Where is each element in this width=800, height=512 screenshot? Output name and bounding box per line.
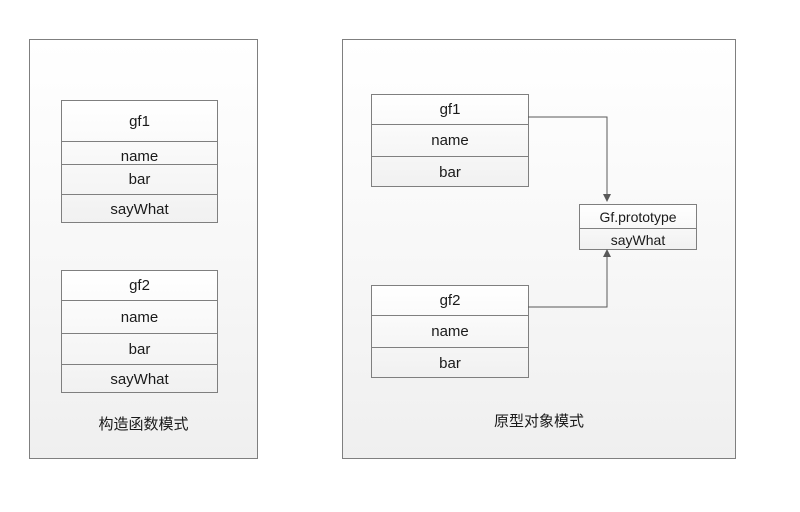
constructor-pattern-panel: gf1 name bar sayWhat gf2 name bar sayWha…	[29, 39, 258, 459]
object-box-gf2-prototype: gf2 name bar	[371, 285, 529, 378]
object-title: gf1	[439, 101, 461, 118]
panel-caption-prototype: 原型对象模式	[493, 412, 584, 430]
object-field-name: name	[62, 141, 217, 164]
object-title: gf2	[129, 277, 150, 294]
object-box-gf1-constructor: gf1 name bar sayWhat	[61, 100, 218, 223]
prototype-field-saywhat: sayWhat	[580, 228, 696, 251]
object-field-name: name	[62, 300, 217, 333]
object-box-gf2-constructor: gf2 name bar sayWhat	[61, 270, 218, 393]
connector-gf1-to-prototype	[528, 116, 611, 202]
object-title: gf2	[439, 292, 461, 309]
prototype-box: Gf.prototype sayWhat	[579, 204, 697, 250]
object-field-bar: bar	[62, 333, 217, 364]
prototype-title: Gf.prototype	[599, 208, 677, 225]
connector-gf2-to-prototype	[528, 249, 611, 308]
object-field-name: name	[372, 124, 528, 156]
object-field-bar: bar	[372, 156, 528, 188]
panel-caption-constructor: 构造函数模式	[98, 415, 189, 433]
object-field-name: name	[372, 315, 528, 347]
object-field-bar: bar	[62, 164, 217, 194]
object-field-saywhat: sayWhat	[62, 364, 217, 394]
object-title: gf1	[129, 112, 150, 130]
object-box-gf1-prototype: gf1 name bar	[371, 94, 529, 187]
prototype-pattern-panel: gf1 name bar gf2 name bar Gf.prototype s…	[342, 39, 736, 459]
object-field-bar: bar	[372, 347, 528, 379]
object-field-saywhat: sayWhat	[62, 194, 217, 224]
